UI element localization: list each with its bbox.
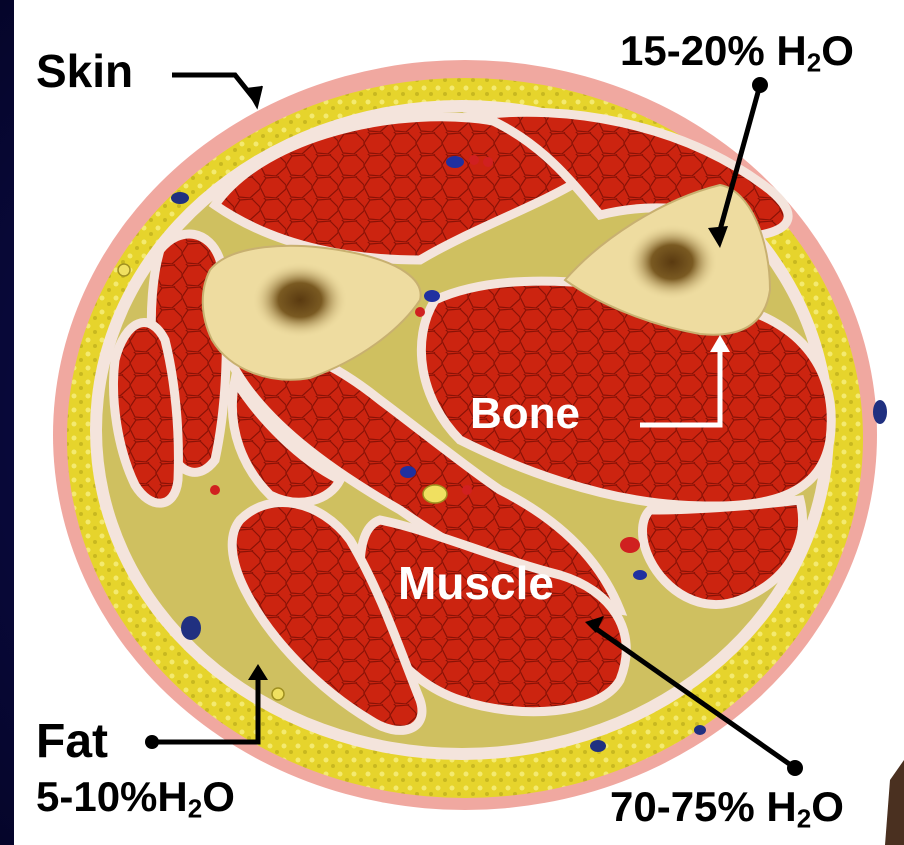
skin-label: Skin <box>36 48 133 94</box>
muscle-water-label: 70-75% H2O <box>610 786 844 832</box>
muscle-label: Muscle <box>398 560 554 606</box>
muscle-water-text-end: O <box>811 783 844 830</box>
bone-right-marrow <box>626 224 718 300</box>
fat-water-label: 5-10%H2O <box>36 776 235 822</box>
fat-water-text-end: O <box>202 773 235 820</box>
fat-water-text: 5-10%H <box>36 773 188 820</box>
corner-shadow <box>885 760 904 845</box>
fat-label: Fat <box>36 718 108 766</box>
bone-water-text: 15-20% H <box>620 27 807 74</box>
bone-water-label: 15-20% H2O <box>620 30 854 76</box>
skin-pointer <box>172 75 262 107</box>
muscle-water-text: 70-75% H <box>610 783 797 830</box>
muscle-water-subscript: 2 <box>797 804 811 834</box>
bone-label: Bone <box>470 392 580 436</box>
bone-left-marrow <box>252 262 348 338</box>
bone-water-subscript: 2 <box>807 48 821 78</box>
bone-water-text-end: O <box>821 27 854 74</box>
fat-water-subscript: 2 <box>188 794 202 824</box>
